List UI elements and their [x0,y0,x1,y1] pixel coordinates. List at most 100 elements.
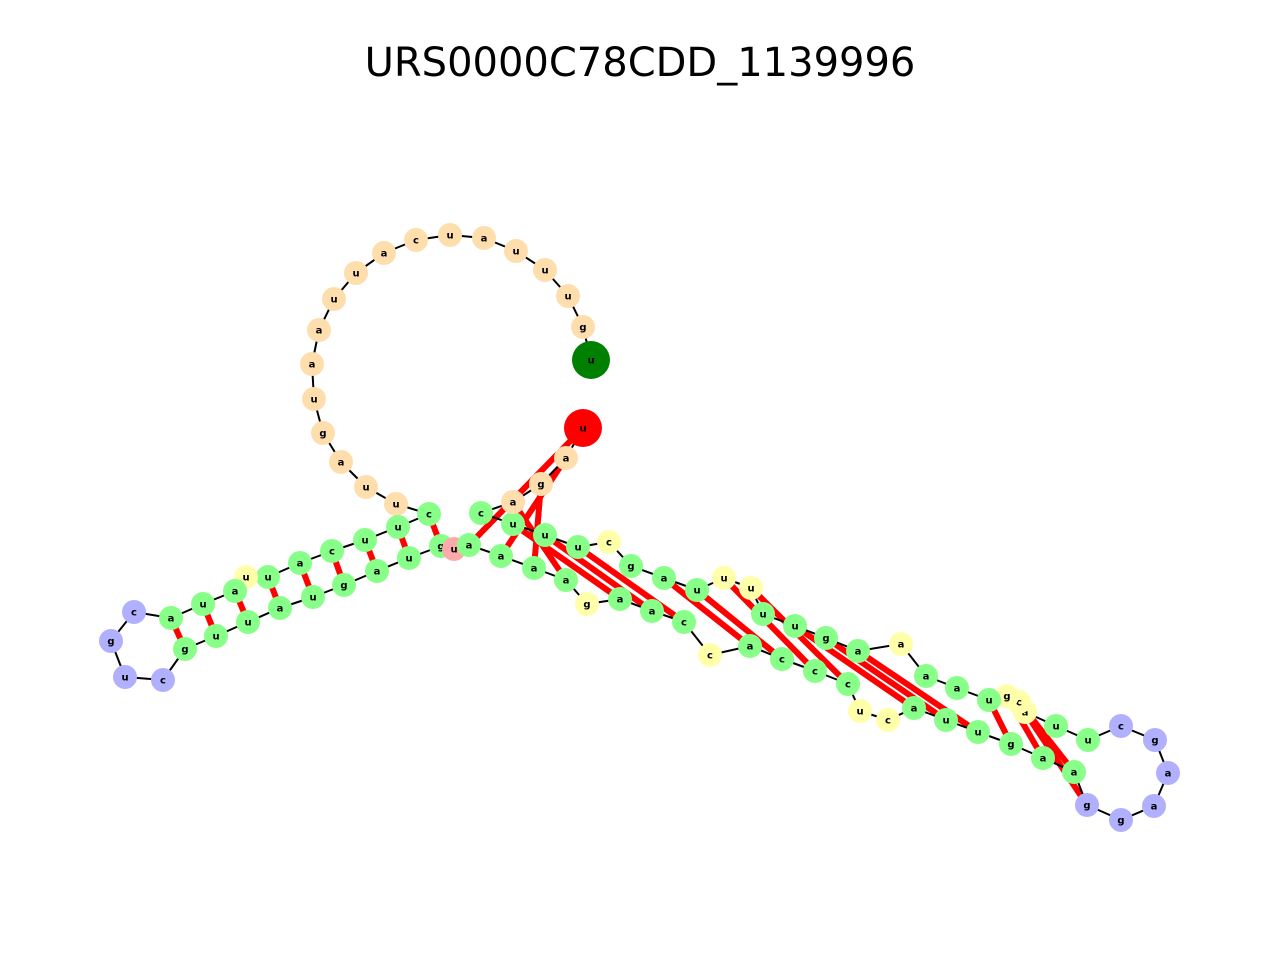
nucleotide-letter: u [405,554,412,565]
nucleotide-letter: g [107,637,114,648]
nucleotide-letter: c [413,236,419,247]
nucleotide-89: u [533,523,557,547]
nucleotide-20: u [353,528,377,552]
nucleotide-circle [386,515,410,539]
nucleotide-55: u [848,699,872,723]
nucleotide-43: a [489,544,513,568]
nucleotide-59: u [966,720,990,744]
nucleotide-circle [372,241,396,265]
nucleotide-letter: u [121,673,128,684]
nucleotide-letter: a [1040,754,1047,765]
nucleotide-56: c [876,708,900,732]
nucleotide-circle [256,565,280,589]
nucleotide-letter: c [160,676,166,687]
nucleotide-letter: u [574,543,581,554]
nucleotide-letter: a [747,642,754,653]
nucleotide-letter: c [1016,698,1022,709]
nucleotide-letter: a [481,234,488,245]
nucleotide-87: c [597,530,621,554]
nucleotide-letter: u [720,574,727,585]
nucleotide-83: u [712,566,736,590]
nucleotide-86: g [619,554,643,578]
nucleotide-letter: c [131,608,137,619]
nucleotide-letter: g [1117,816,1124,827]
nucleotide-letter: u [747,584,754,595]
nucleotide-letter: a [563,454,570,465]
nucleotide-44: a [522,556,546,580]
nucleotide-letter: u [309,593,316,604]
nucleotide-letter: u [856,707,863,718]
nucleotide-circle [876,708,900,732]
nucleotide-16: u [354,475,378,499]
nucleotide-circle [1156,761,1180,785]
nucleotide-circle [836,672,860,696]
nucleotide-circle [619,554,643,578]
nucleotide-letter: g [583,600,590,611]
nucleotide-78: a [846,639,870,663]
nucleotide-letter: a [381,249,388,260]
nucleotide-circle [1076,728,1100,752]
nucleotide-circle [489,544,513,568]
nucleotide-letter: c [812,667,818,678]
nucleotide-46: g [575,592,599,616]
nucleotide-letter: u [330,295,337,306]
nucleotide-letter: g [822,634,829,645]
nucleotide-circle [848,699,872,723]
nucleotide-circle [151,668,175,692]
nucleotide-letter: a [1022,708,1029,719]
nucleotide-letter: g [437,542,444,553]
nucleotide-letter: u [579,424,586,435]
nucleotide-88: u [566,535,590,559]
nucleotide-67: g [1143,728,1167,752]
nucleotide-letter: u [244,618,251,629]
nucleotide-letter: a [954,684,961,695]
nucleotide-letter: a [232,587,239,598]
nucleotide-9: u [344,261,368,285]
base-pair-14 [543,532,654,614]
nucleotide-letter: u [1052,722,1059,733]
nucleotide-49: c [672,610,696,634]
nucleotide-10: u [322,287,346,311]
base-pair-10 [498,456,569,558]
nucleotide-82: u [739,576,763,600]
nucleotide-letter: u [974,728,981,739]
nucleotide-circle [302,387,326,411]
nucleotide-circle [191,592,215,616]
nucleotide-letter: g [579,323,586,334]
nucleotide-37: g [332,573,356,597]
nucleotide-letter: u [242,573,249,584]
base-pair-13 [511,521,622,602]
nucleotide-letter: a [855,647,862,658]
nucleotide-circle [504,239,528,263]
nucleotide-letter: a [1165,769,1172,780]
nucleotide-19: u [386,515,410,539]
nucleotide-letter: a [374,567,381,578]
nucleotide-circle [1075,793,1099,817]
nucleotide-end: u [564,409,602,447]
nucleotide-letter: u [212,632,219,643]
nucleotide-letter: a [338,458,345,469]
nucleotide-74: u [977,688,1001,712]
nucleotide-circle [846,639,870,663]
nucleotide-letter: u [394,523,401,534]
nucleotide-circle [268,596,292,620]
nucleotide-76: a [914,664,938,688]
nucleotide-circle [329,450,353,474]
nucleotide-circle [99,629,123,653]
nucleotide-50: c [698,643,722,667]
nucleotide-27: a [159,606,183,630]
nucleotide-letter: u [264,573,271,584]
nucleotide-letter: u [564,292,571,303]
nucleotide-letter: u [310,395,317,406]
nucleotide-letter: a [531,564,538,575]
nucleotide-13: u [302,387,326,411]
nucleotide-2: u [556,284,580,308]
nucleotide-circle [739,576,763,600]
nucleotide-letter: u [361,536,368,547]
nucleotide-letter: u [541,266,548,277]
nucleotide-circle [566,535,590,559]
nucleotide-69: u [1076,728,1100,752]
nucleotide-circle [803,659,827,683]
nucleotide-circle [564,409,602,447]
